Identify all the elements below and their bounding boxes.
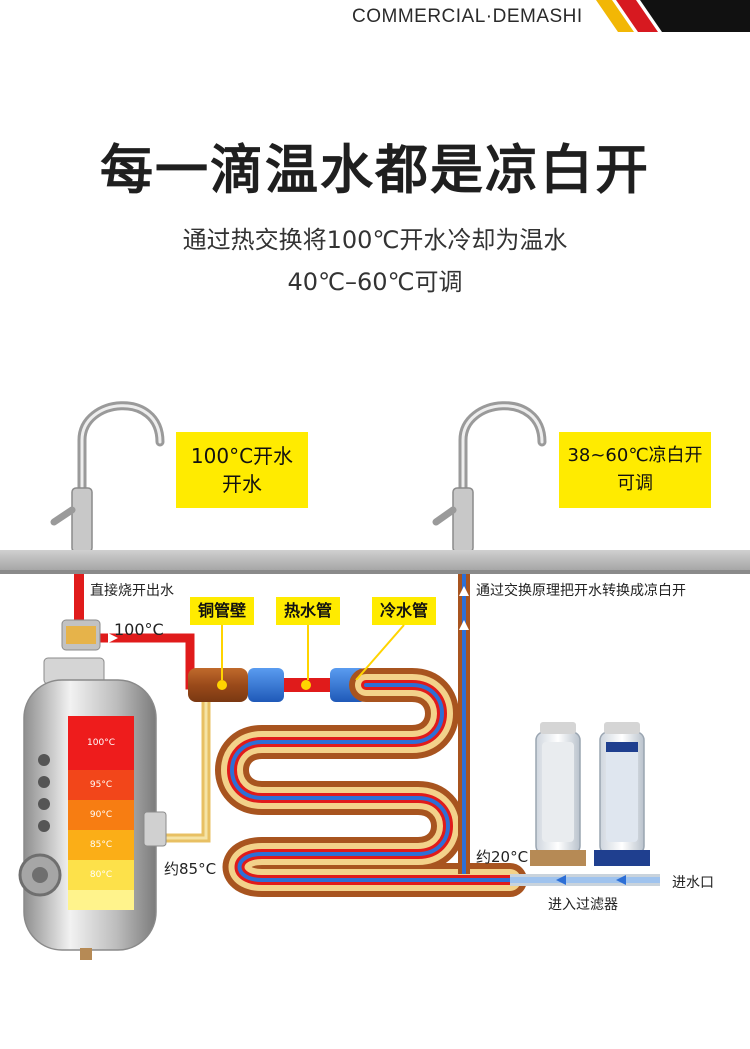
into-filter-note: 进入过滤器	[548, 897, 618, 913]
hot-pipe-tag: 热水管	[276, 597, 340, 625]
brand-name: COMMERCIAL·DEMASHI	[352, 6, 583, 27]
temp-100-label: 100°C	[114, 620, 164, 639]
temp-85-label: 约85°C	[164, 860, 217, 878]
temp-20-label: 约20°C	[476, 848, 529, 866]
filter-cartridges	[530, 722, 650, 866]
water-inlet-note: 进水口	[672, 875, 714, 891]
copper-wall-tag: 铜管壁	[190, 597, 254, 625]
tank-level-95: 95°C	[68, 770, 134, 800]
direct-boiling-note: 直接烧开出水	[90, 583, 174, 599]
subtitle-line-1: 通过热交换将100℃开水冷却为温水	[182, 226, 568, 254]
tank-level-90: 90°C	[68, 800, 134, 830]
brand-stripes	[596, 0, 750, 32]
tank-temperature-scale: 100°C 95°C 90°C 85°C 80°C	[68, 716, 134, 910]
right-faucet	[432, 401, 547, 553]
subtitle-line-2: 40℃–60℃可调	[287, 268, 463, 296]
exchanger-coil	[215, 668, 527, 897]
boiling-water-callout-line-2: 开水	[222, 472, 262, 496]
exchange-principle-note: 通过交换原理把开水转换成凉白开	[476, 583, 686, 599]
boiling-water-callout: 100°C开水 开水	[176, 432, 308, 508]
warm-water-callout-line-1: 38~60℃凉白开	[567, 445, 703, 466]
cold-pipe-tag: 冷水管	[372, 597, 436, 625]
boiling-water-callout-line-1: 100°C开水	[190, 444, 294, 468]
tag-leaders	[221, 624, 405, 680]
tank-level-100: 100°C	[68, 716, 134, 770]
warm-water-callout: 38~60℃凉白开 可调	[559, 432, 711, 508]
warm-water-callout-line-2: 可调	[617, 473, 653, 494]
left-faucet	[50, 401, 165, 553]
tank-level-85: 85°C	[68, 830, 134, 860]
page-title: 每一滴温水都是凉白开	[100, 140, 650, 201]
tank-level-80: 80°C	[68, 860, 134, 890]
